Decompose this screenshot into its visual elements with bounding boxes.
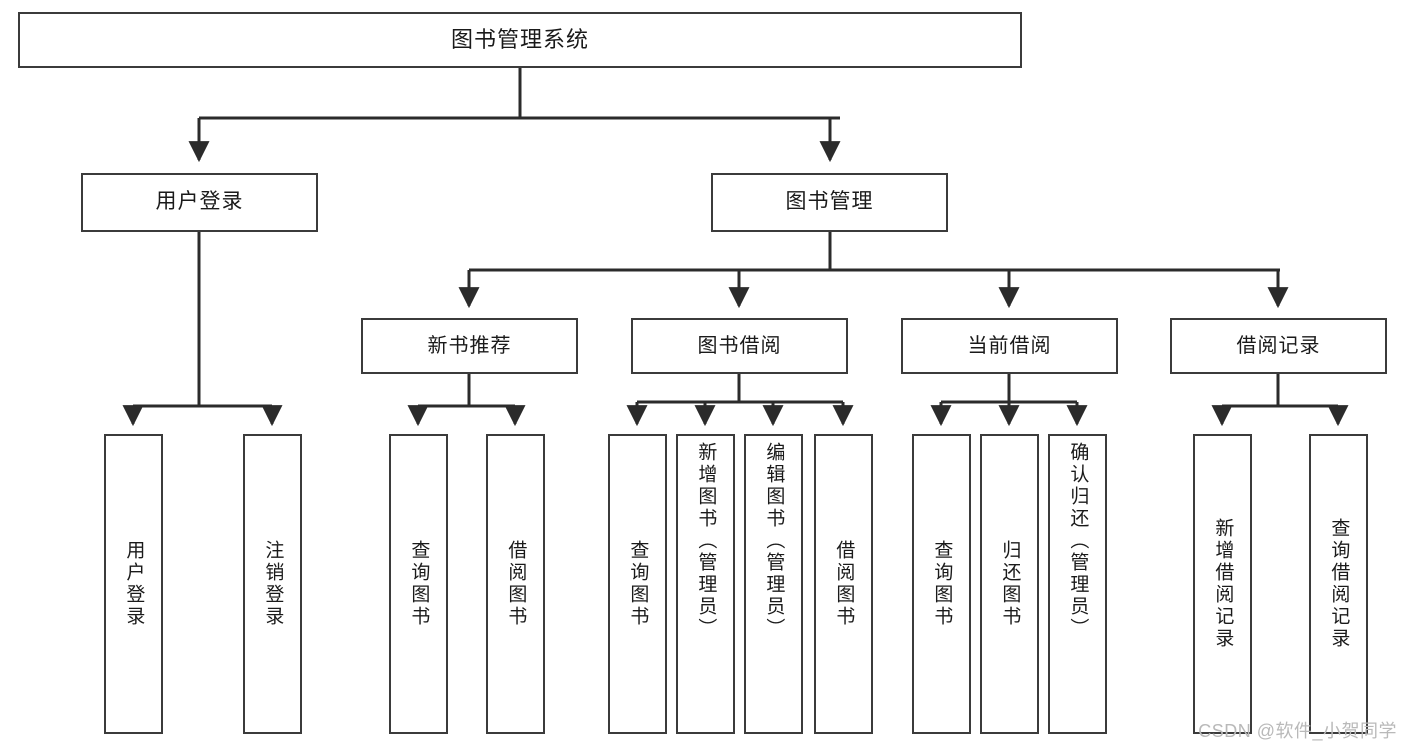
node-user-login[interactable]: 用户登录 — [81, 173, 318, 232]
node-book-borrow[interactable]: 图书借阅 — [631, 318, 848, 374]
node-borrow-record[interactable]: 借阅记录 — [1170, 318, 1387, 374]
node-new-book-recommend[interactable]: 新书推荐 — [361, 318, 578, 374]
node-root[interactable]: 图书管理系统 — [18, 12, 1022, 68]
node-leaf-query-record[interactable]: 查询借阅记录 — [1309, 434, 1368, 734]
node-leaf-borrow-book-1[interactable]: 借阅图书 — [486, 434, 545, 734]
node-leaf-confirm-return[interactable]: 确认归还（管理员） — [1048, 434, 1107, 734]
node-leaf-query-book-3[interactable]: 查询图书 — [912, 434, 971, 734]
node-leaf-add-record[interactable]: 新增借阅记录 — [1193, 434, 1252, 734]
node-leaf-query-book-1[interactable]: 查询图书 — [389, 434, 448, 734]
node-leaf-user-login[interactable]: 用户登录 — [104, 434, 163, 734]
node-leaf-user-logout[interactable]: 注销登录 — [243, 434, 302, 734]
node-leaf-edit-book[interactable]: 编辑图书（管理员） — [744, 434, 803, 734]
node-leaf-borrow-book-2[interactable]: 借阅图书 — [814, 434, 873, 734]
watermark: CSDN @软件_小贺同学 — [1198, 721, 1397, 741]
node-current-borrow[interactable]: 当前借阅 — [901, 318, 1118, 374]
node-leaf-add-book[interactable]: 新增图书（管理员） — [676, 434, 735, 734]
node-book-manage[interactable]: 图书管理 — [711, 173, 948, 232]
node-leaf-query-book-2[interactable]: 查询图书 — [608, 434, 667, 734]
node-leaf-return-book[interactable]: 归还图书 — [980, 434, 1039, 734]
